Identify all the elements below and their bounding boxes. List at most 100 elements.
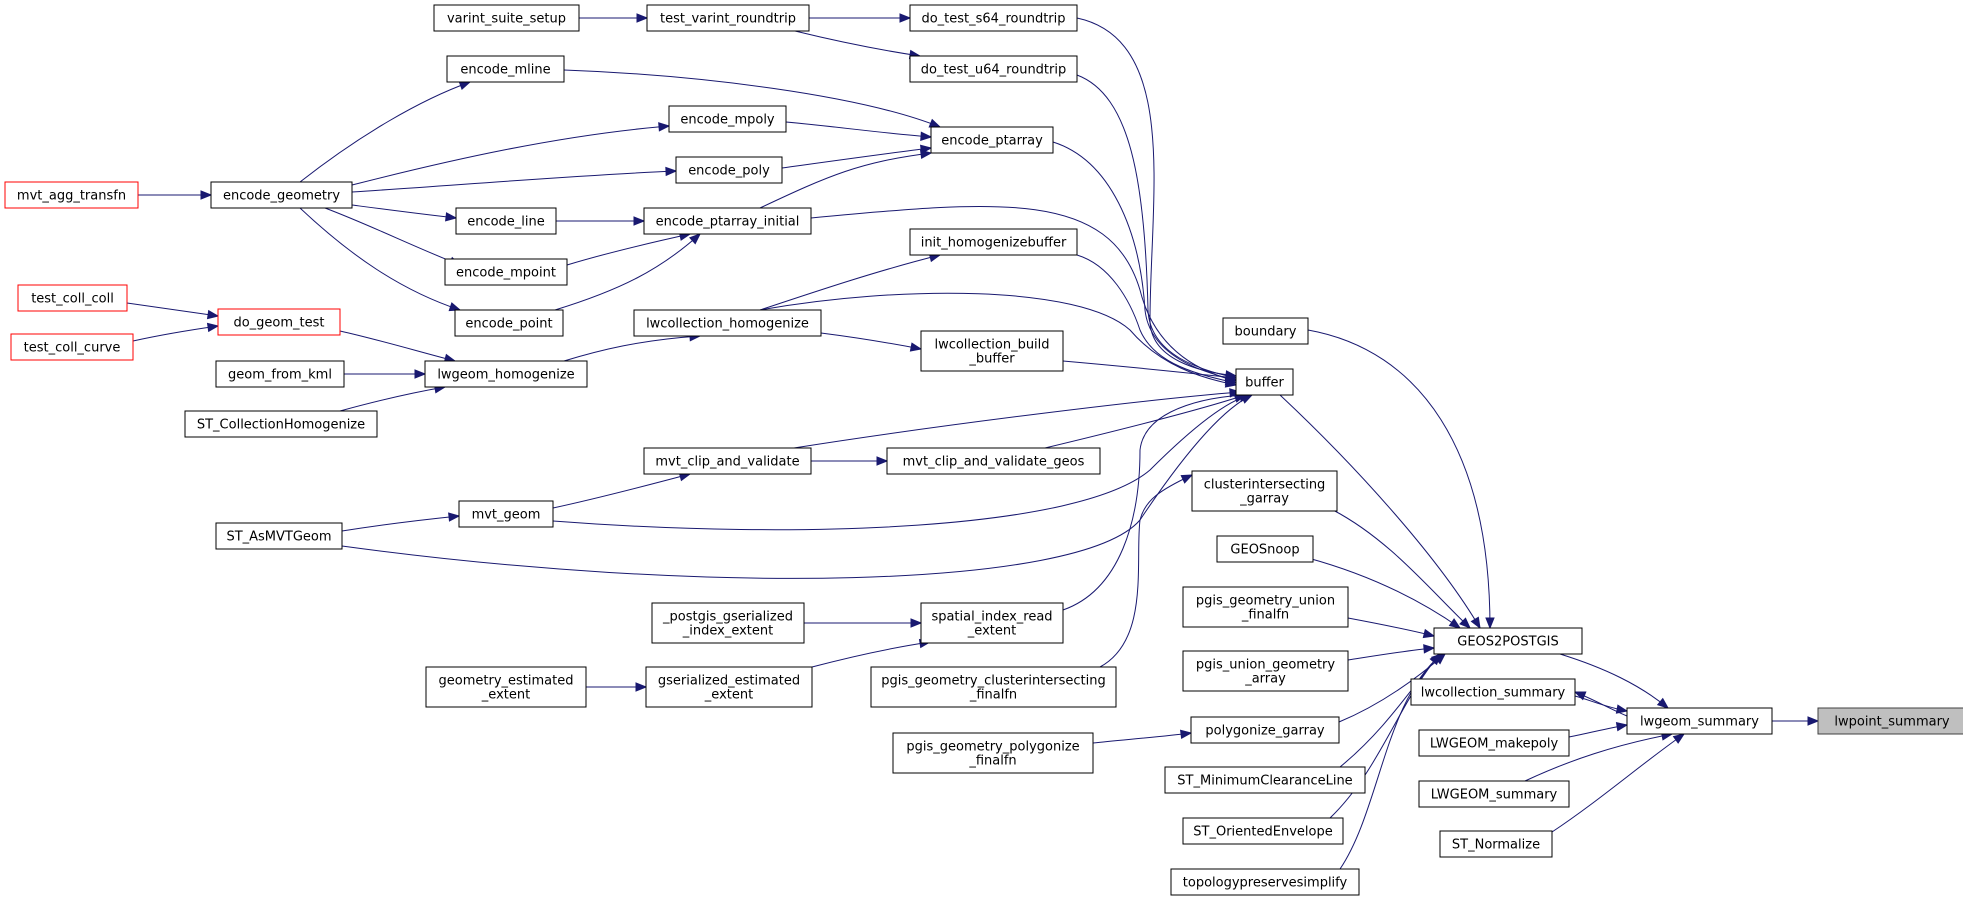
arrowhead-icon (445, 212, 458, 222)
node-label: _extent (704, 688, 753, 703)
node-label: mvt_clip_and_validate (655, 455, 799, 470)
edge-geometry_estimated_extent-to-gserialized_estimated_extent (586, 682, 648, 692)
node-ST_CollectionHomogenize[interactable]: ST_CollectionHomogenize (184, 410, 378, 438)
edge-encode_point-to-encode_ptarray_initial (554, 233, 702, 311)
edge-do_test_s64_roundtrip-to-buffer (1076, 17, 1238, 380)
node-encode_mpoint[interactable]: encode_mpoint (444, 258, 568, 286)
edge-buffer-to-GEOS2POSTGIS (1279, 394, 1481, 630)
node-pgis_geometry_clusterintersecting_finalfn[interactable]: pgis_geometry_clusterintersecting_finalf… (870, 666, 1117, 708)
arrowhead-icon (458, 81, 472, 91)
node-encode_mline[interactable]: encode_mline (446, 55, 565, 83)
node-ST_AsMVTGeom[interactable]: ST_AsMVTGeom (215, 522, 343, 550)
edge-line (126, 302, 219, 317)
edge-postgis_gserialized_index_extent-to-spatial_index_read_extent (804, 618, 923, 628)
node-ST_OrientedEnvelope[interactable]: ST_OrientedEnvelope (1182, 817, 1344, 845)
node-boundary[interactable]: boundary (1222, 317, 1309, 345)
edge-line (351, 125, 670, 186)
edge-line (552, 394, 1251, 531)
node-label: mvt_agg_transfn (17, 189, 126, 204)
node-pgis_geometry_polygonize_finalfn[interactable]: pgis_geometry_polygonize_finalfn (892, 732, 1094, 774)
node-mvt_agg_transfn[interactable]: mvt_agg_transfn (4, 181, 139, 209)
node-do_geom_test[interactable]: do_geom_test (217, 308, 341, 336)
node-do_test_s64_roundtrip[interactable]: do_test_s64_roundtrip (909, 4, 1078, 32)
node-label: lwpoint_summary (1834, 715, 1950, 730)
node-geom_from_kml[interactable]: geom_from_kml (215, 360, 345, 388)
node-lwgeom_homogenize[interactable]: lwgeom_homogenize (424, 360, 588, 388)
node-box (645, 666, 813, 708)
node-clusterintersecting_garray[interactable]: clusterintersecting_garray (1191, 470, 1338, 512)
edge-encode_line-to-encode_ptarray_initial (556, 216, 646, 226)
node-lwcollection_homogenize[interactable]: lwcollection_homogenize (633, 309, 822, 337)
edge-line (339, 386, 446, 412)
edge-line (759, 292, 1237, 386)
node-label: _postgis_gserialized (662, 610, 793, 625)
node-label: topologypreservesimplify (1183, 876, 1348, 891)
node-encode_line[interactable]: encode_line (455, 207, 557, 235)
node-box (1433, 627, 1583, 655)
node-encode_mpoly[interactable]: encode_mpoly (668, 105, 787, 133)
node-label: ST_AsMVTGeom (226, 530, 331, 545)
node-polygonize_garray[interactable]: polygonize_garray (1190, 716, 1340, 744)
edge-clusterintersecting_garray-to-GEOS2POSTGIS (1332, 509, 1471, 629)
edge-line (563, 69, 941, 128)
edge-line (324, 207, 461, 266)
node-encode_geometry[interactable]: encode_geometry (210, 181, 353, 209)
node-varint_suite_setup[interactable]: varint_suite_setup (433, 4, 580, 32)
node-encode_poly[interactable]: encode_poly (675, 156, 783, 184)
node-LWGEOM_summary[interactable]: LWGEOM_summary (1418, 780, 1570, 808)
node-box (1418, 780, 1570, 808)
arrowhead-icon (1224, 378, 1238, 388)
node-label: _extent (481, 688, 530, 703)
node-LWGEOM_makepoly[interactable]: LWGEOM_makepoly (1418, 729, 1570, 757)
node-encode_ptarray[interactable]: encode_ptarray (930, 126, 1054, 154)
edge-line (1279, 394, 1481, 629)
node-postgis_gserialized_index_extent[interactable]: _postgis_gserialized_index_extent (651, 602, 805, 644)
node-lwcollection_build_buffer[interactable]: lwcollection_build_buffer (920, 330, 1064, 372)
node-geometry_estimated_extent[interactable]: geometry_estimated_extent (425, 666, 587, 708)
node-pgis_union_geometry_array[interactable]: pgis_union_geometry_array (1182, 650, 1349, 692)
edge-line (785, 121, 932, 138)
node-GEOS2POSTGIS[interactable]: GEOS2POSTGIS (1433, 627, 1583, 655)
node-topologypreservesimplify[interactable]: topologypreservesimplify (1170, 868, 1360, 896)
node-box (892, 732, 1094, 774)
node-box (930, 126, 1054, 154)
node-test_coll_coll[interactable]: test_coll_coll (17, 284, 128, 312)
node-do_test_u64_roundtrip[interactable]: do_test_u64_roundtrip (909, 55, 1078, 83)
node-test_varint_roundtrip[interactable]: test_varint_roundtrip (646, 4, 810, 32)
node-label: encode_ptarray_initial (656, 215, 800, 230)
node-pgis_geometry_union_finalfn[interactable]: pgis_geometry_union_finalfn (1182, 586, 1349, 628)
node-ST_Normalize[interactable]: ST_Normalize (1439, 830, 1553, 858)
node-buffer[interactable]: buffer (1235, 368, 1294, 396)
node-label: encode_point (465, 317, 552, 332)
node-init_homogenizebuffer[interactable]: init_homogenizebuffer (909, 228, 1078, 256)
node-box (1182, 586, 1349, 628)
arrowhead-icon (910, 618, 923, 628)
node-lwgeom_summary[interactable]: lwgeom_summary (1626, 707, 1773, 735)
edge-line (552, 473, 691, 509)
node-label: GEOS2POSTGIS (1457, 635, 1558, 650)
node-gserialized_estimated_extent[interactable]: gserialized_estimated_extent (645, 666, 813, 708)
node-label: buffer (1245, 376, 1284, 391)
node-encode_point[interactable]: encode_point (454, 309, 564, 337)
node-box (1216, 535, 1314, 563)
node-encode_ptarray_initial[interactable]: encode_ptarray_initial (643, 207, 812, 235)
edge-line (759, 152, 932, 209)
node-mvt_geom[interactable]: mvt_geom (458, 500, 554, 528)
node-lwcollection_summary[interactable]: lwcollection_summary (1410, 678, 1576, 706)
node-GEOSnoop[interactable]: GEOSnoop (1216, 535, 1314, 563)
node-label: pgis_geometry_clusterintersecting (881, 674, 1106, 689)
arrowhead-icon (206, 309, 220, 320)
node-mvt_clip_and_validate_geos[interactable]: mvt_clip_and_validate_geos (886, 447, 1101, 475)
node-label: encode_mpoly (680, 113, 775, 128)
node-box (217, 308, 341, 336)
node-box (433, 4, 580, 32)
node-spatial_index_read_extent[interactable]: spatial_index_read_extent (920, 602, 1064, 644)
node-mvt_clip_and_validate[interactable]: mvt_clip_and_validate (643, 447, 812, 475)
node-ST_MinimumClearanceLine[interactable]: ST_MinimumClearanceLine (1164, 766, 1366, 794)
node-test_coll_curve[interactable]: test_coll_curve (10, 333, 134, 361)
node-label: GEOSnoop (1230, 543, 1299, 558)
node-label: ST_MinimumClearanceLine (1177, 774, 1352, 789)
arrowhead-icon (1470, 616, 1481, 630)
node-label: _finalfn (968, 754, 1016, 769)
